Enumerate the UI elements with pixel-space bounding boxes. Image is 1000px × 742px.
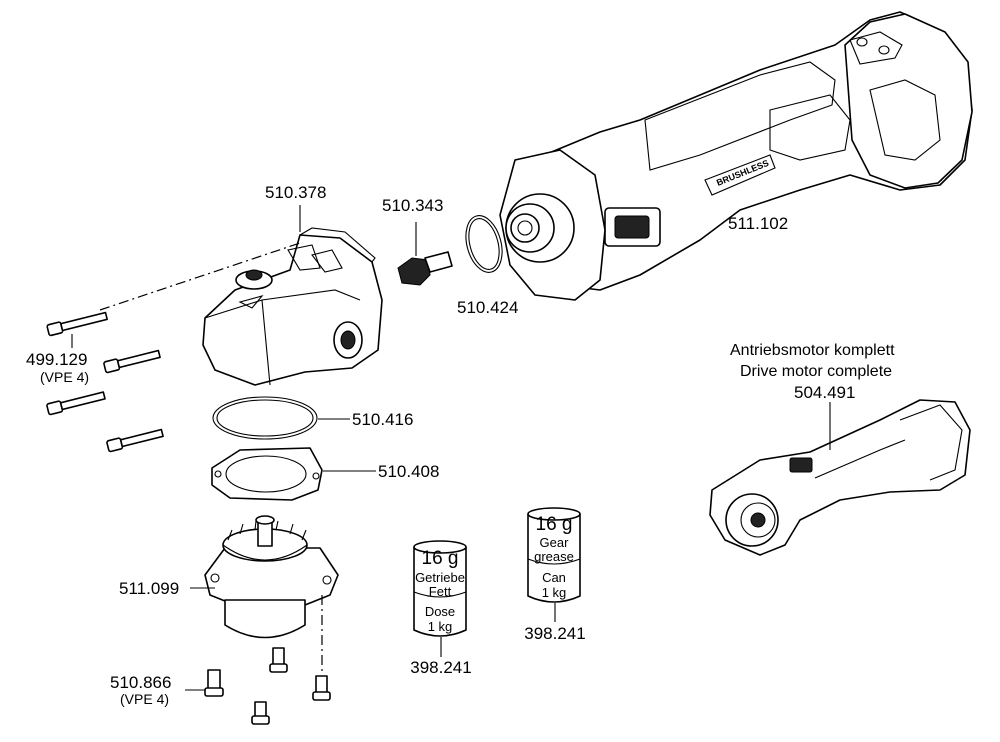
grease-can-de: [413, 540, 467, 657]
grease-en-name-line1: Gear: [540, 535, 570, 550]
grease-de-pack-line2: 1 kg: [428, 619, 453, 634]
label-499-129-vpe: (VPE 4): [40, 369, 89, 385]
long-screws-drawing: [46, 311, 164, 453]
gear-housing-drawing: [202, 205, 383, 386]
label-504-491: 504.491: [794, 383, 855, 402]
label-510-866: 510.866: [110, 673, 171, 692]
drive-motor-complete-drawing: [709, 399, 971, 556]
grease-de-weight: 16 g: [422, 548, 459, 569]
grease-de-name-line2: Fett: [429, 584, 452, 599]
motor-housing-drawing: BRUSHLESS: [499, 11, 973, 301]
pinion-drawing: [397, 222, 453, 286]
label-511-099: 511.099: [119, 579, 179, 598]
label-510-408: 510.408: [378, 462, 439, 481]
label-510-424: 510.424: [457, 298, 518, 317]
seal-ring-drawing: [212, 396, 318, 440]
grease-en-pack-line1: Can: [542, 570, 566, 585]
grease-can-en: [527, 507, 581, 622]
label-499-129: 499.129: [26, 350, 87, 369]
motor-caption-en: Drive motor complete: [740, 363, 892, 380]
gearbox-drawing: [204, 515, 339, 639]
label-511-102: 511.102: [728, 214, 788, 233]
grease-en-pack-line2: 1 kg: [542, 585, 567, 600]
label-398-241-en: 398.241: [524, 624, 585, 643]
label-510-866-vpe: (VPE 4): [120, 691, 169, 707]
label-510-378: 510.378: [265, 183, 326, 202]
motor-caption-de: Antriebsmotor komplett: [730, 342, 895, 359]
label-398-241-de: 398.241: [410, 658, 471, 677]
o-ring-drawing: [465, 215, 503, 273]
grease-de-name-line1: Getriebe: [415, 570, 465, 585]
grease-de-pack-line1: Dose: [425, 604, 455, 619]
grease-en-weight: 16 g: [536, 514, 573, 535]
gasket-drawing: [211, 447, 323, 501]
label-510-416: 510.416: [352, 410, 413, 429]
label-510-343: 510.343: [382, 196, 443, 215]
grease-en-name-line2: grease: [534, 549, 574, 564]
short-screws-drawing: [204, 647, 331, 725]
